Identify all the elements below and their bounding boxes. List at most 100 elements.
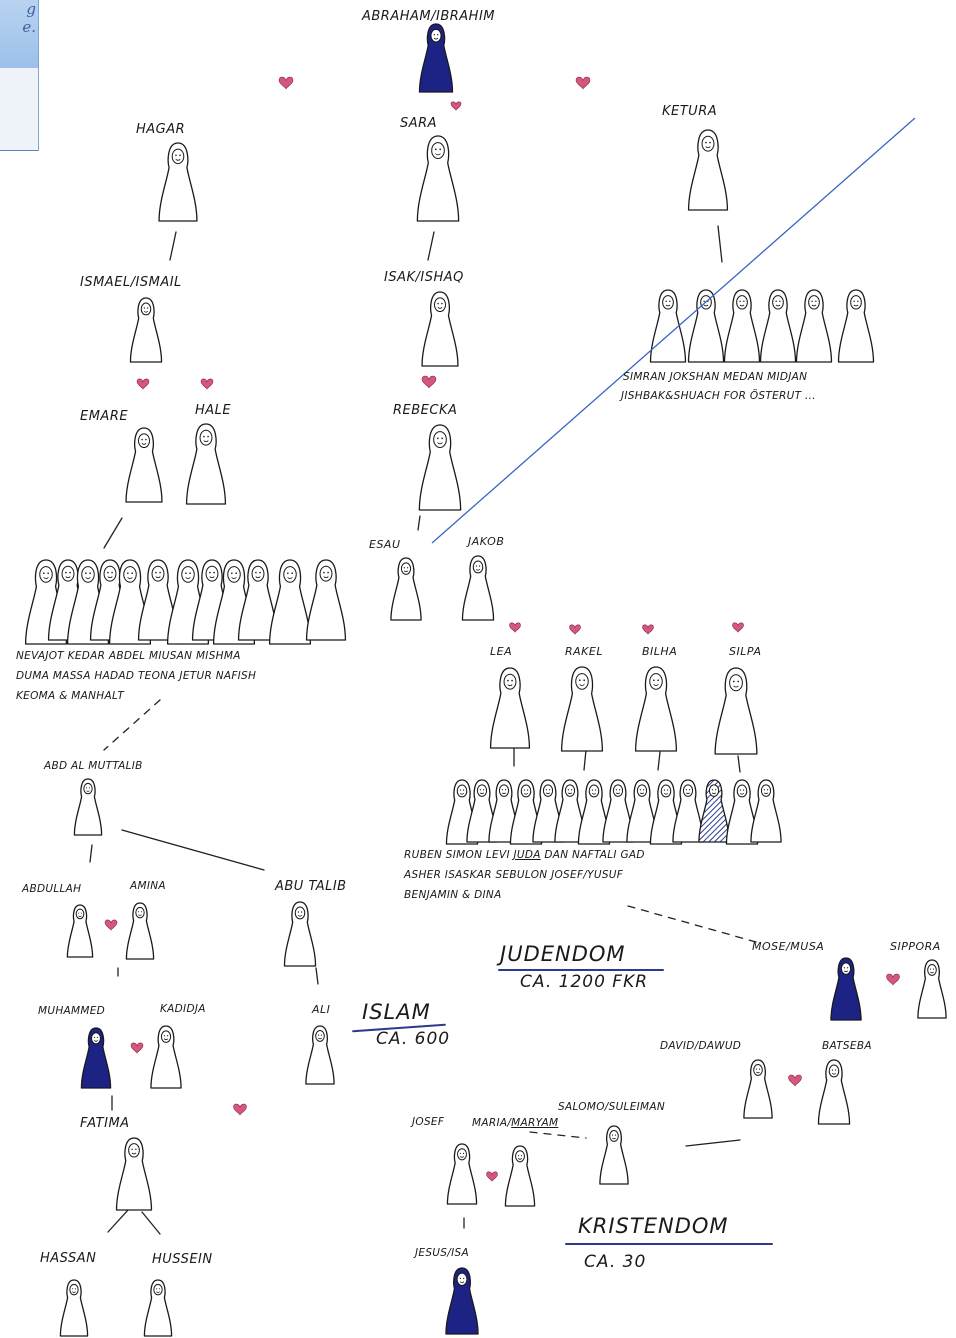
link-sara-isak [427, 231, 435, 261]
figure-ketura-son [795, 289, 833, 363]
label-jakob-sons-1: RUBEN SIMON LEVI JUDA DAN NAFTALI GAD [404, 849, 645, 861]
label-fatima: FATIMA [80, 1116, 130, 1131]
label-silpa: SILPA [729, 645, 762, 658]
figure-ketura-son [759, 289, 797, 363]
heart-ismael-emare [136, 378, 150, 390]
label-ismael-sons-2: DUMA MASSA HADAD TEONA JETUR NAFISH [16, 670, 257, 682]
jakob-sons-1b: DAN NAFTALI GAD [540, 849, 645, 861]
heart-fatima [233, 1103, 247, 1116]
jakob-sons-juda: JUDA [513, 849, 541, 861]
corner-note: g e. [0, 0, 39, 151]
label-ismael-sons-3: KEOMA & MANHALT [16, 690, 125, 702]
heart-david-batseba [788, 1074, 802, 1087]
figure-ismael-son [305, 559, 347, 641]
heart-abraham-ketura [575, 76, 591, 90]
figure-abraham [418, 23, 454, 93]
label-ketura-sons-2: JISHBAK&SHUACH FOR ÖSTERUT ... [621, 390, 816, 402]
kristendom-date: CA. 30 [584, 1252, 647, 1272]
figure-emare [125, 427, 163, 503]
figure-rebecka [418, 424, 462, 511]
figure-sippora [917, 959, 947, 1019]
maria-text-b: MARYAM [511, 1117, 559, 1129]
figure-rakel [560, 666, 604, 752]
label-david: DAVID/DAWUD [660, 1040, 742, 1052]
figure-abd-al-muttalib [73, 778, 103, 836]
label-bilha: BILHA [642, 645, 678, 658]
figure-ismael-son [137, 559, 179, 641]
heart-muhammed-kadidja [130, 1042, 144, 1054]
link-rebecka-sons [417, 515, 421, 531]
figure-esau [390, 557, 422, 621]
label-josef: JOSEF [412, 1116, 445, 1128]
figure-silpa [714, 667, 758, 755]
link-abutalib-ali [315, 967, 319, 985]
link-fatima-hussein [141, 1211, 161, 1235]
figure-jakob-child [672, 779, 704, 843]
note-text-2: e. [22, 18, 36, 36]
heart-isak-rebecka [421, 375, 437, 389]
link-abd-abdullah [89, 844, 93, 863]
blue-annotation-line [431, 117, 916, 544]
figure-bilha [634, 666, 678, 752]
link-emare-sons [103, 517, 123, 549]
label-rakel: RAKEL [565, 645, 603, 658]
label-isak: ISAK/ISHAQ [384, 270, 464, 285]
kristendom-underline [565, 1243, 773, 1245]
label-mose: MOSE/MUSA [752, 940, 825, 953]
figure-jakob-child [488, 779, 520, 843]
figure-isak [421, 291, 459, 367]
label-jesus: JESUS/ISA [415, 1247, 469, 1259]
judendom-title: JUDENDOM [500, 942, 626, 966]
link-bilha-children [657, 751, 661, 771]
figure-abu-talib [283, 901, 317, 967]
figure-jesus [445, 1267, 479, 1335]
figure-hassan [59, 1279, 89, 1337]
label-ismael-sons-1: NEVAJOT KEDAR ABDEL MIUSAN MISHMA [16, 650, 241, 662]
label-hale: HALE [195, 403, 232, 418]
label-ketura-sons-1: SIMRAN JOKSHAN MEDAN MIDJAN [623, 371, 808, 383]
figure-muhammed [80, 1027, 112, 1089]
label-jakob-sons-3: BENJAMIN & DINA [404, 889, 502, 901]
judendom-date: CA. 1200 FKR [520, 972, 649, 992]
figure-lea [489, 667, 531, 749]
label-jakob: JAKOB [468, 535, 505, 548]
figure-david [743, 1059, 773, 1119]
label-maria: MARIA/MARYAM [472, 1117, 558, 1129]
maria-text-a: MARIA/ [472, 1117, 512, 1129]
label-ismael: ISMAEL/ISMAIL [80, 275, 182, 290]
label-emare: EMARE [80, 409, 129, 424]
figure-ismael-son [237, 559, 279, 641]
figure-jakob [461, 555, 495, 621]
label-sara: SARA [400, 116, 438, 131]
label-rebecka: REBECKA [393, 403, 458, 418]
label-ketura: KETURA [662, 104, 718, 119]
figure-ismael [129, 297, 163, 363]
heart-mose-sippora [886, 973, 900, 986]
figure-sara [416, 135, 460, 222]
label-hassan: HASSAN [40, 1251, 97, 1266]
label-lea: LEA [490, 645, 513, 658]
label-ali: ALI [312, 1003, 331, 1016]
figure-ketura-son [649, 289, 687, 363]
figure-fatima [115, 1137, 153, 1211]
figure-salomo [599, 1125, 629, 1185]
figure-jakob-child [698, 779, 730, 843]
hearts [104, 76, 900, 1182]
figure-kadidja [150, 1025, 182, 1089]
link-fatima-hassan [107, 1209, 129, 1233]
judendom-underline [498, 969, 664, 971]
label-abd-al-muttalib: ABD AL MUTTALIB [44, 760, 143, 772]
figure-jakob-child [466, 779, 498, 843]
link-jakob-children-to-mose [627, 905, 757, 943]
kristendom-title: KRISTENDOM [578, 1214, 729, 1238]
note-text-1: g [26, 0, 36, 18]
label-abraham: ABRAHAM/IBRAHIM [362, 9, 496, 24]
figure-jakob-child [532, 779, 564, 843]
label-kadidja: KADIDJA [160, 1003, 206, 1015]
label-sippora: SIPPORA [890, 940, 941, 953]
jakob-sons-1a: RUBEN SIMON LEVI [404, 849, 514, 861]
heart-ismael-hale [200, 378, 214, 390]
figure-ketura-son [687, 289, 725, 363]
link-david-salomo [685, 1139, 741, 1147]
